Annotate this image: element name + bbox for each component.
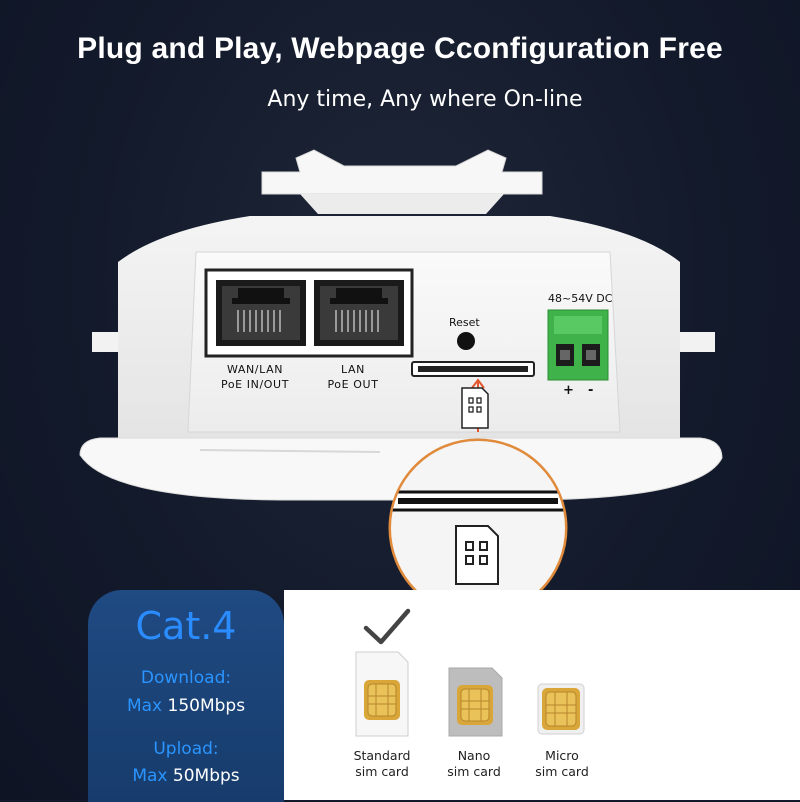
power-terminal bbox=[547, 309, 609, 381]
mounting-bracket bbox=[261, 149, 543, 195]
polarity-plus: + bbox=[563, 383, 574, 398]
checkmark-icon bbox=[363, 608, 411, 645]
sim-label-micro: Micro sim card bbox=[535, 748, 589, 779]
sim-label-nano: Nano sim card bbox=[447, 748, 501, 779]
download-label: Download: bbox=[140, 668, 232, 688]
port-label-wan: WAN/LAN PoE IN/OUT bbox=[220, 363, 290, 391]
ethernet-port-lan bbox=[314, 280, 404, 346]
upload-label: Upload: bbox=[153, 739, 219, 759]
reset-label: Reset bbox=[449, 316, 480, 329]
sim-label-standard: Standard sim card bbox=[353, 748, 411, 779]
ethernet-port-wan bbox=[216, 280, 306, 346]
subheadline: Any time, Any where On-line bbox=[267, 87, 583, 112]
sim-card-icon bbox=[461, 387, 489, 429]
headline: Plug and Play, Webpage Cconfiguration Fr… bbox=[77, 32, 723, 65]
port-label-lan: LAN PoE OUT bbox=[327, 363, 379, 391]
device-skirt bbox=[79, 437, 723, 501]
power-label: 48~54V DC bbox=[548, 292, 613, 305]
upload-speed: Max 50Mbps bbox=[132, 766, 240, 786]
polarity-minus: - bbox=[588, 383, 594, 398]
download-speed: Max 150Mbps bbox=[126, 696, 246, 716]
reset-button-icon bbox=[457, 332, 475, 350]
micro-sim-card-icon bbox=[537, 683, 585, 735]
standard-sim-card-icon bbox=[355, 651, 409, 737]
spec-title: Cat.4 bbox=[135, 604, 237, 648]
nano-sim-card-icon bbox=[448, 667, 503, 737]
spec-panel bbox=[88, 590, 284, 802]
